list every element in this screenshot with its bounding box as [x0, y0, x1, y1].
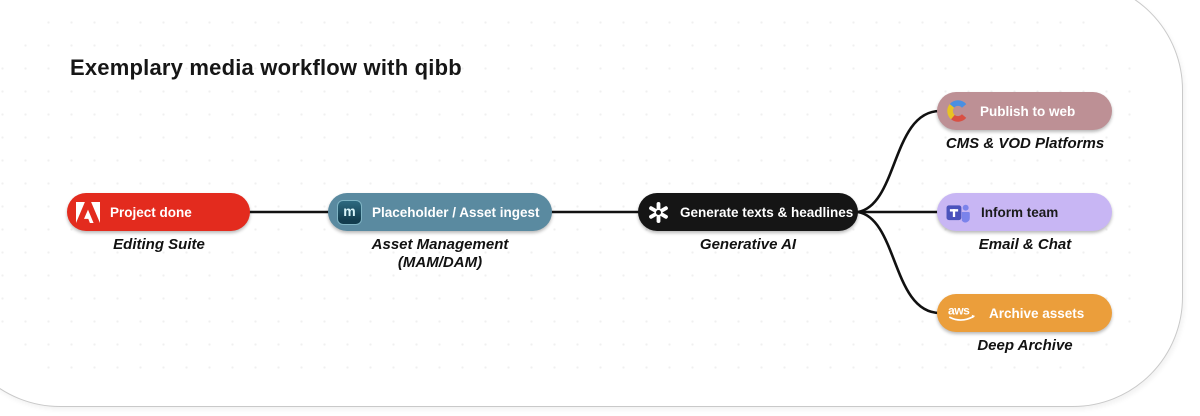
- cms-c-icon: [947, 100, 967, 122]
- connector-generate-publish: [856, 109, 942, 214]
- node-generate-texts[interactable]: Generate texts & headlines: [638, 193, 858, 231]
- svg-text:aws: aws: [948, 303, 970, 317]
- caption-line-2: (MAM/DAM): [397, 254, 483, 271]
- adobe-icon: [76, 201, 100, 223]
- node-asset-ingest[interactable]: m Placeholder / Asset ingest: [328, 193, 552, 231]
- node-label: Archive assets: [989, 305, 1085, 321]
- node-archive-assets[interactable]: aws Archive assets: [937, 294, 1112, 332]
- node-label: Inform team: [981, 204, 1059, 220]
- caption-deep-archive: Deep Archive: [977, 337, 1073, 354]
- page-title: Exemplary media workflow with qibb: [70, 55, 462, 80]
- caption-editing-suite: Editing Suite: [113, 236, 205, 253]
- connector-generate-archive: [856, 210, 942, 315]
- caption-generative-ai: Generative AI: [699, 236, 797, 253]
- node-project-done[interactable]: Project done: [67, 193, 250, 231]
- node-label: Generate texts & headlines: [680, 204, 854, 220]
- node-inform-team[interactable]: Inform team: [937, 193, 1112, 231]
- caption-email-chat: Email & Chat: [978, 236, 1072, 253]
- caption-line-1: Asset Management: [371, 236, 509, 253]
- caption-cms-vod: CMS & VOD Platforms: [945, 135, 1105, 152]
- caption-asset-management: Asset Management (MAM/DAM): [372, 236, 509, 272]
- node-label: Placeholder / Asset ingest: [372, 204, 540, 220]
- ms-teams-icon: [946, 204, 970, 222]
- node-publish-to-web[interactable]: Publish to web: [937, 92, 1112, 130]
- node-label: Publish to web: [980, 103, 1076, 119]
- aws-icon: aws: [948, 303, 975, 321]
- openai-icon: [649, 201, 668, 223]
- node-label: Project done: [110, 204, 192, 220]
- mam-m-icon: m: [337, 199, 362, 225]
